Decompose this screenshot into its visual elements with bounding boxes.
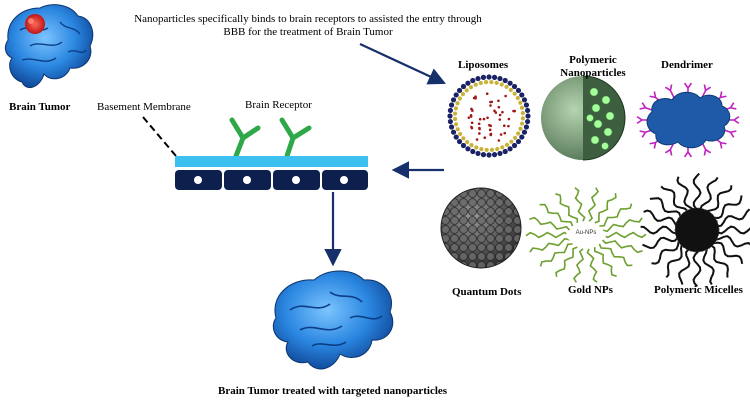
gold-np-core-label: Au-NPs	[575, 230, 597, 236]
treated-caption: Brain Tumor treated with targeted nanopa…	[218, 385, 448, 397]
brain-tumor-label: Brain Tumor	[9, 101, 71, 113]
top-caption: Nanoparticles specifically binds to brai…	[118, 13, 498, 39]
basement-membrane-label: Basement Membrane	[97, 101, 191, 113]
gold-nps-label: Gold NPs	[568, 284, 613, 296]
polymeric-nanoparticle-image	[541, 75, 626, 161]
membrane-cells	[175, 170, 368, 190]
dendrimer-label: Dendrimer	[661, 59, 713, 71]
brain-receptor-right	[279, 117, 312, 159]
brain-receptor-left	[229, 117, 261, 159]
membrane-top-layer	[175, 156, 368, 167]
arrow-caption-to-nanoparticles	[359, 43, 446, 85]
liposomes-label: Liposomes	[458, 59, 509, 71]
polymeric-micelles-label: Polymeric Micelles	[654, 284, 743, 296]
quantum-dot-image	[440, 187, 522, 269]
top-caption-line-1: Nanoparticles specifically binds to brai…	[134, 13, 482, 25]
basement-membrane-pointer	[142, 116, 177, 157]
quantum-dots-label: Quantum Dots	[452, 286, 522, 298]
gold-np-image	[525, 187, 647, 283]
treated-brain-image	[272, 270, 394, 370]
brain-receptor-label: Brain Receptor	[245, 99, 312, 111]
top-caption-line-2: BBB for the treatment of Brain Tumor	[223, 26, 393, 38]
polymeric-micelle-image	[640, 172, 750, 288]
brain-tumor-image	[4, 4, 94, 89]
polymeric-nanoparticles-label: Polymeric Nanoparticles	[560, 54, 626, 79]
dendrimer-image	[636, 82, 740, 158]
liposome-image	[447, 74, 531, 158]
